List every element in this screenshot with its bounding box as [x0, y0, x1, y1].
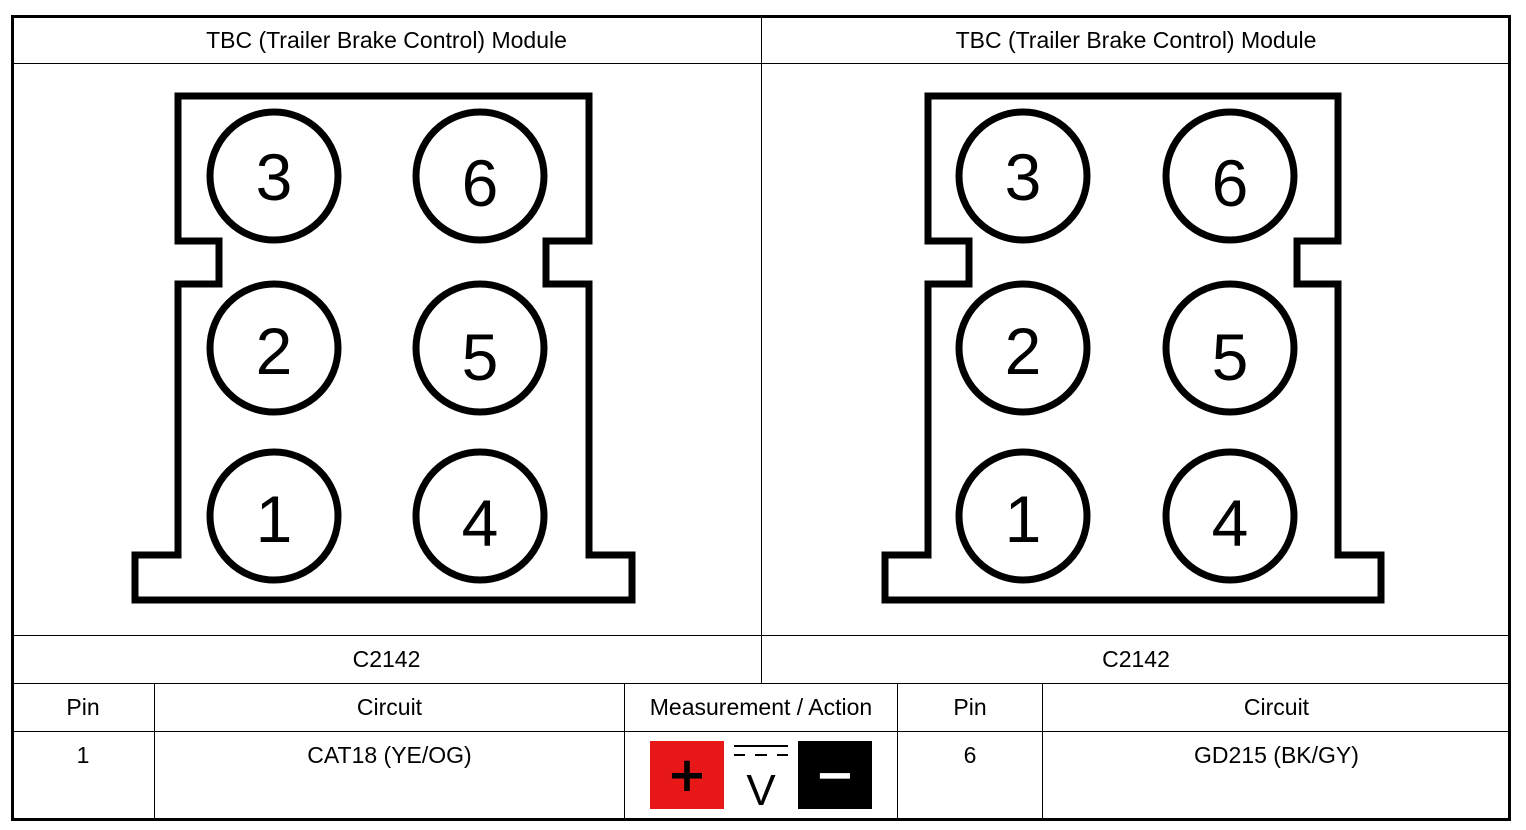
- pin-2-circle: [206, 280, 342, 416]
- header-circuit-a: Circuit: [356, 694, 423, 720]
- right-panel-title: TBC (Trailer Brake Control) Module: [955, 26, 1317, 53]
- connector-housing-outline: [131, 92, 636, 604]
- pin-1-circle: [955, 448, 1091, 584]
- header-pin-b: Pin: [953, 694, 987, 720]
- header-pin-a: Pin: [66, 694, 100, 720]
- left-panel-title: TBC (Trailer Brake Control) Module: [206, 26, 567, 53]
- header-circuit-b: Circuit: [1243, 694, 1310, 720]
- row-circuit-b: GD215 (BK/GY): [1194, 742, 1359, 768]
- connector-housing-outline: [881, 92, 1385, 604]
- pin-6-label: 6: [1212, 146, 1249, 220]
- pin-1-circle: [206, 448, 342, 584]
- pin-3-label: 3: [1005, 140, 1042, 214]
- negative-probe-icon: [798, 741, 872, 809]
- pin-5-label: 5: [1212, 320, 1249, 394]
- pin-1-label: 1: [1005, 482, 1042, 556]
- pin-4-circle: [1162, 448, 1298, 584]
- pin-2-label: 2: [256, 314, 293, 388]
- pin-4-label: 4: [462, 486, 499, 560]
- row-circuit-a: CAT18 (YE/OG): [307, 742, 472, 768]
- panel-divider: [761, 17, 762, 684]
- dc-symbol: [734, 745, 788, 756]
- pin-3-circle: [206, 108, 342, 244]
- negative-symbol: −: [815, 747, 855, 803]
- row-pin-a: 1: [76, 742, 90, 768]
- pinout-frame: [11, 15, 1511, 821]
- pin-5-circle: [1162, 280, 1298, 416]
- pin-4-label: 4: [1212, 486, 1249, 560]
- header-measurement: Measurement / Action: [649, 694, 873, 720]
- left-connector-id: C2142: [352, 646, 421, 672]
- table-col-divider-4: [1042, 684, 1043, 819]
- table-col-divider-2: [624, 684, 625, 819]
- positive-probe-icon: [650, 741, 724, 809]
- row-pin-b: 6: [963, 742, 977, 768]
- table-col-divider-3: [897, 684, 898, 819]
- pin-3-label: 3: [256, 140, 293, 214]
- pin-6-circle: [1162, 108, 1298, 244]
- pin-2-circle: [955, 280, 1091, 416]
- volt-unit-label: V: [746, 766, 776, 809]
- table-col-divider-1: [154, 684, 155, 819]
- pin-6-label: 6: [462, 146, 499, 220]
- pin-5-circle: [412, 280, 548, 416]
- pin-1-label: 1: [256, 482, 293, 556]
- positive-symbol: +: [667, 747, 707, 803]
- pin-4-circle: [412, 448, 548, 584]
- dc-voltmeter-icon: + V −: [650, 741, 872, 809]
- pin-3-circle: [955, 108, 1091, 244]
- pin-2-label: 2: [1005, 314, 1042, 388]
- pin-6-circle: [412, 108, 548, 244]
- right-connector-id: C2142: [1102, 646, 1170, 672]
- table-header-divider: [12, 731, 1510, 732]
- pin-5-label: 5: [462, 320, 499, 394]
